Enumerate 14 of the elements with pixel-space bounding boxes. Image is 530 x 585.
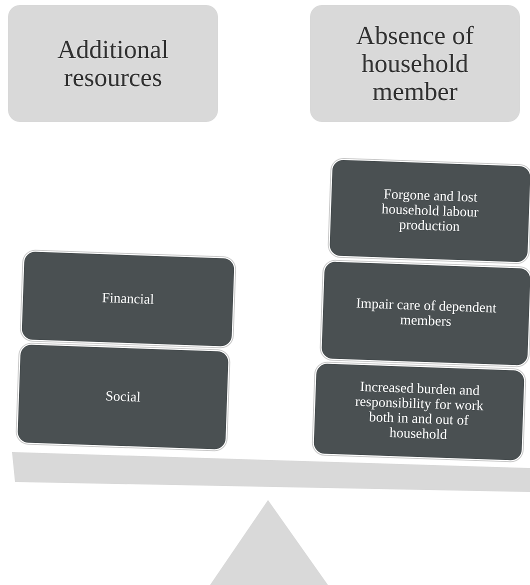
- category-box: [310, 5, 520, 122]
- category-title: Additional resources: [56, 36, 170, 92]
- factor-box: [328, 158, 530, 264]
- factor-box: [16, 343, 230, 451]
- factor-text: Social: [105, 388, 141, 406]
- category-box: [8, 5, 218, 122]
- factor-text: Impair care of dependent members: [354, 296, 498, 332]
- factor-box: [20, 250, 236, 348]
- factor-text: Financial: [102, 290, 154, 308]
- category-title: Absence of household member: [355, 22, 475, 106]
- factor-box: [312, 362, 526, 462]
- factor-text: Increased burden and responsibility for work both in and out of household: [354, 379, 485, 445]
- factor-text: Forgone and lost household labour production: [380, 186, 480, 236]
- factor-box: [320, 260, 530, 367]
